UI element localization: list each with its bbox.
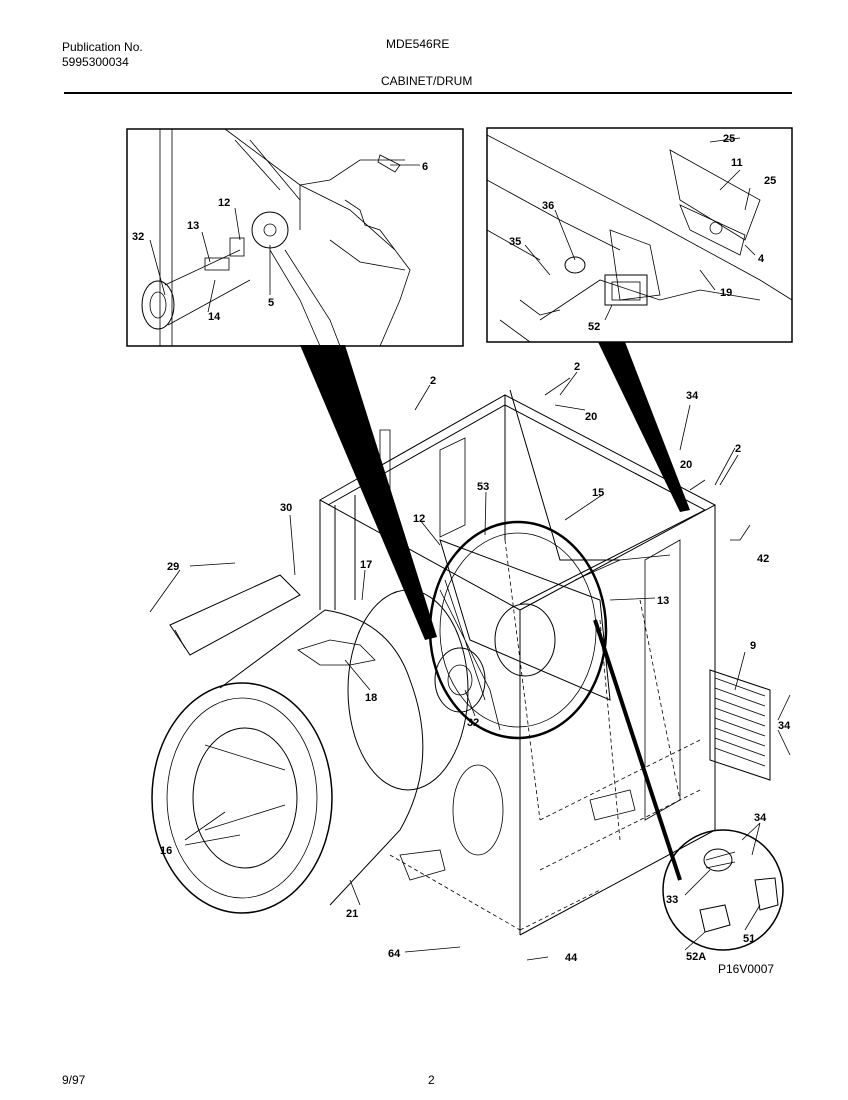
callout-11: 11 (731, 157, 743, 169)
callout-9: 9 (750, 640, 756, 652)
callout-17: 17 (360, 559, 372, 571)
detail-circle (662, 829, 784, 951)
left-inset-pointer (300, 345, 437, 640)
callout-32-main: 32 (467, 717, 479, 729)
callout-25a: 25 (723, 133, 735, 145)
right-inset-pointer (598, 342, 690, 512)
callout-2c: 2 (735, 443, 741, 455)
callout-42: 42 (757, 553, 769, 565)
callout-33: 33 (666, 894, 678, 906)
callout-51: 51 (743, 933, 755, 945)
callout-34a: 34 (686, 390, 699, 402)
header-rule (64, 92, 792, 94)
callout-12: 12 (218, 197, 230, 209)
callout-13: 13 (187, 220, 199, 232)
cabinet-frame (318, 394, 717, 936)
model-number: MDE546RE (386, 37, 450, 51)
callout-16: 16 (160, 845, 172, 857)
leader-lines (149, 137, 791, 961)
callout-29: 29 (167, 561, 179, 573)
callout-5: 5 (268, 297, 274, 309)
inset-right (486, 127, 793, 343)
callout-52a: 52A (686, 951, 706, 963)
callout-20b: 20 (680, 459, 692, 471)
callout-53: 53 (477, 481, 489, 493)
callout-15: 15 (592, 487, 604, 499)
callout-18a: 18 (365, 692, 377, 704)
callout-19: 19 (720, 287, 732, 299)
callout-52: 52 (588, 321, 600, 333)
callout-6: 6 (422, 161, 428, 173)
footer-date: 9/97 (62, 1073, 86, 1087)
callout-2b: 2 (574, 361, 580, 373)
callout-labels: 6 12 13 32 14 5 25 11 25 36 35 4 19 52 2… (132, 133, 791, 964)
exhaust-vent-panel (709, 669, 771, 781)
callout-64: 64 (388, 948, 401, 960)
drum-cylinder (151, 609, 424, 914)
inset-left (126, 128, 464, 347)
callout-44: 44 (565, 952, 578, 964)
drum-back-assembly (347, 389, 682, 881)
callout-2a: 2 (430, 375, 436, 387)
callout-14: 14 (208, 311, 221, 323)
callout-21: 21 (346, 908, 358, 920)
callout-30: 30 (280, 502, 292, 514)
callout-25b: 25 (764, 175, 776, 187)
diagram-code: P16V0007 (718, 962, 774, 976)
callout-20a: 20 (585, 411, 597, 423)
page-number: 2 (428, 1073, 435, 1087)
section-title: CABINET/DRUM (381, 74, 473, 88)
callout-13-main: 13 (657, 595, 669, 607)
callout-12-main: 12 (413, 513, 425, 525)
callout-34c: 34 (754, 812, 767, 824)
callout-32: 32 (132, 231, 144, 243)
callout-36: 36 (542, 200, 554, 212)
publication-number: 5995300034 (62, 55, 129, 69)
callout-34b: 34 (778, 720, 791, 732)
publication-label: Publication No. (62, 40, 143, 54)
callout-35: 35 (509, 236, 521, 248)
callout-4: 4 (758, 253, 765, 265)
